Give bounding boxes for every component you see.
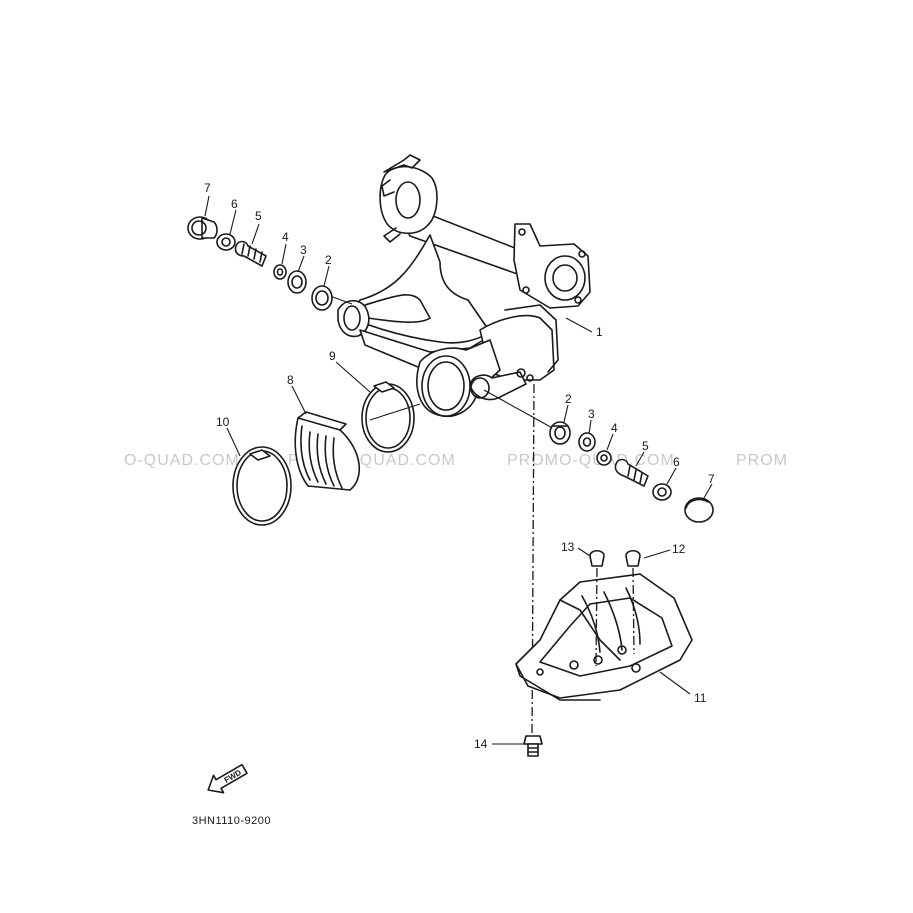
bolt-part-5-left bbox=[234, 240, 267, 267]
callout-13: 13 bbox=[561, 540, 575, 554]
callout-4-right: 4 bbox=[611, 421, 618, 435]
callout-7-left: 7 bbox=[204, 181, 211, 195]
band-part-10 bbox=[232, 446, 292, 526]
nut-part-6-right bbox=[652, 483, 672, 501]
bearing-part-2-left bbox=[311, 285, 333, 311]
callout-6-left: 6 bbox=[231, 197, 238, 211]
guard-part-11 bbox=[515, 573, 693, 701]
cap-part-7-right bbox=[684, 497, 714, 523]
axis-line-upper bbox=[329, 295, 353, 305]
drawing-code: 3HN1110-9200 bbox=[192, 815, 271, 827]
centerline-13 bbox=[595, 567, 598, 667]
callout-6-right: 6 bbox=[673, 455, 680, 469]
fwd-arrow-icon: FWD bbox=[207, 763, 248, 794]
callout-10: 10 bbox=[216, 415, 230, 429]
callout-3-left: 3 bbox=[300, 243, 307, 257]
leader-lines bbox=[204, 195, 713, 745]
bolt-part-5-right bbox=[614, 458, 649, 487]
callout-7-right: 7 bbox=[708, 472, 715, 486]
rear-arm-part-1 bbox=[337, 154, 591, 417]
callout-3-right: 3 bbox=[588, 407, 595, 421]
callout-5-left: 5 bbox=[255, 209, 262, 223]
watermark-3: PROMO-QUAD.COM bbox=[507, 452, 675, 469]
bearing-part-2-right bbox=[549, 421, 571, 445]
callout-numbers: 7 6 5 4 3 2 1 2 3 4 5 6 7 8 9 10 11 12 1… bbox=[204, 181, 715, 751]
callout-9: 9 bbox=[329, 349, 336, 363]
boot-part-8 bbox=[294, 411, 361, 491]
callout-2-left: 2 bbox=[325, 253, 332, 267]
callout-12: 12 bbox=[672, 542, 686, 556]
callout-8: 8 bbox=[287, 373, 294, 387]
axis-line-boot bbox=[369, 403, 421, 421]
washer-part-4-left bbox=[273, 264, 287, 280]
centerline-12 bbox=[632, 567, 635, 655]
seal-part-3-left bbox=[287, 270, 307, 294]
watermark-4: PROM bbox=[736, 452, 788, 469]
callout-4-left: 4 bbox=[282, 230, 289, 244]
seal-part-3-right bbox=[578, 432, 596, 452]
watermark-1: O-QUAD.COM bbox=[124, 452, 240, 469]
band-part-9 bbox=[361, 381, 415, 453]
axis-line-lower bbox=[483, 389, 557, 431]
callout-11: 11 bbox=[694, 691, 707, 705]
callout-5-right: 5 bbox=[642, 439, 649, 453]
callout-1: 1 bbox=[596, 325, 603, 339]
washer-part-4-right bbox=[596, 450, 612, 466]
nut-part-6-left bbox=[216, 233, 236, 251]
callout-14: 14 bbox=[474, 737, 488, 751]
cap-part-7-left bbox=[187, 216, 218, 240]
watermark-row: O-QUAD.COM PROMO-QUAD.COM PROMO-QUAD.COM… bbox=[124, 452, 788, 469]
bolt-part-14 bbox=[523, 735, 543, 757]
bolt-part-13 bbox=[589, 549, 605, 567]
bolt-part-12 bbox=[625, 549, 641, 567]
callout-2-right: 2 bbox=[565, 392, 572, 406]
